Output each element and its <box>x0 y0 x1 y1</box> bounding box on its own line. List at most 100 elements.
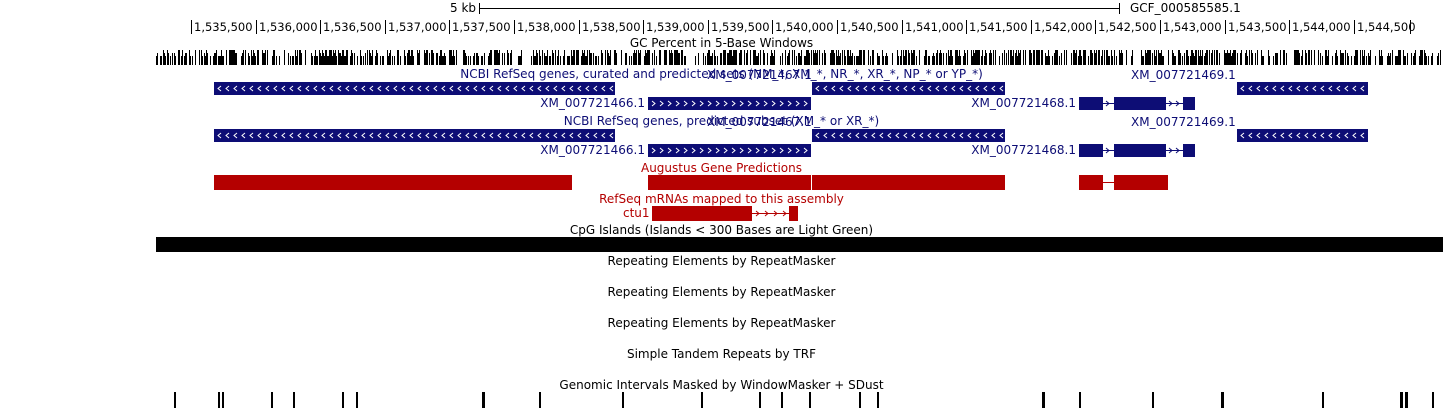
gc-bar <box>317 56 318 65</box>
gc-bar <box>439 56 440 65</box>
gene-exon[interactable] <box>1079 144 1103 157</box>
gc-bar <box>732 56 733 65</box>
gc-bar <box>824 50 825 65</box>
gene-exon[interactable] <box>214 129 615 142</box>
gc-bar <box>573 50 574 65</box>
gene-exon[interactable] <box>1237 129 1368 142</box>
gene-exon[interactable] <box>1183 97 1195 110</box>
gc-bar <box>341 56 342 65</box>
gene-exon[interactable] <box>1079 97 1103 110</box>
augustus-prediction[interactable] <box>648 175 811 190</box>
gc-bar <box>744 50 745 65</box>
gene-exon[interactable] <box>648 97 811 110</box>
gc-bar <box>371 56 372 65</box>
gc-bar <box>288 53 289 65</box>
gc-bar <box>863 50 864 65</box>
gene-label[interactable]: XM_007721469.1 <box>1131 68 1236 82</box>
cpg-island[interactable] <box>156 237 1443 252</box>
gc-bar <box>792 50 793 65</box>
gc-bar <box>1228 53 1229 65</box>
gene-exon[interactable] <box>812 82 1005 95</box>
gc-bar <box>1273 56 1274 65</box>
windowmasker-track[interactable] <box>0 392 1443 408</box>
mrna-exon[interactable] <box>789 206 798 221</box>
gc-bar <box>590 53 591 65</box>
gc-bar <box>1211 53 1212 65</box>
gc-bar <box>936 53 937 65</box>
mrna-label-ctu1[interactable]: ctu1 <box>623 206 650 220</box>
gc-bar <box>1440 50 1441 65</box>
gc-bar <box>756 56 757 65</box>
gene-exon[interactable] <box>1237 82 1368 95</box>
augustus-prediction[interactable] <box>1079 175 1103 190</box>
gc-bar <box>712 53 713 65</box>
gc-bar <box>207 53 208 65</box>
gene-label[interactable]: XM_007721466.1 <box>540 143 645 157</box>
gene-exon[interactable] <box>1114 97 1166 110</box>
augustus-prediction[interactable] <box>214 175 572 190</box>
gene-label[interactable]: XM_007721468.1 <box>971 143 1076 157</box>
gc-bar <box>967 50 968 65</box>
gc-bar <box>1030 50 1031 65</box>
gc-bar <box>856 56 857 65</box>
gc-bar <box>1107 50 1108 65</box>
augustus-prediction[interactable] <box>1114 175 1168 190</box>
gc-bar <box>677 50 678 65</box>
gc-bar <box>499 50 500 65</box>
gene-exon[interactable] <box>1183 144 1195 157</box>
gc-bar <box>473 56 474 65</box>
gc-bar <box>1193 53 1194 65</box>
gc-bar <box>392 56 393 65</box>
gene-exon[interactable] <box>1114 144 1166 157</box>
gc-bar <box>290 56 291 65</box>
gene-label[interactable]: XM_007721467.1 <box>707 68 812 82</box>
gc-bar <box>1149 50 1150 65</box>
gc-bar <box>839 56 840 65</box>
gc-bar <box>798 53 799 65</box>
gene-label[interactable]: XM_007721467.1 <box>707 115 812 129</box>
gc-bar <box>872 50 873 65</box>
gc-bar <box>1188 56 1189 65</box>
gc-bar <box>1091 50 1092 65</box>
ruler-tick-label: 1,543,000 <box>1163 20 1222 34</box>
gc-percent-wiggle[interactable] <box>0 50 1443 65</box>
gc-bar <box>584 50 585 65</box>
gc-bar <box>725 50 726 65</box>
gc-bar <box>1112 56 1113 65</box>
gc-bar <box>451 50 452 65</box>
gc-bar <box>972 56 973 65</box>
gc-bar <box>165 56 166 65</box>
gc-bar <box>1421 50 1422 65</box>
gc-bar <box>325 50 326 65</box>
gc-bar <box>879 56 880 65</box>
gc-bar <box>1075 53 1076 65</box>
gc-bar <box>1225 53 1226 65</box>
gc-bar <box>564 50 565 65</box>
gc-bar <box>986 53 987 65</box>
gc-bar <box>553 53 554 65</box>
gc-bar <box>1121 50 1122 65</box>
gc-bar <box>1184 53 1185 65</box>
gc-bar <box>1226 53 1227 65</box>
gc-bar <box>1308 50 1309 65</box>
gc-bar <box>1379 50 1380 65</box>
gene-label[interactable]: XM_007721468.1 <box>971 96 1076 110</box>
augustus-prediction[interactable] <box>812 175 1005 190</box>
gc-bar <box>807 50 808 65</box>
gc-bar <box>314 56 315 65</box>
gc-bar <box>301 53 302 65</box>
gc-bar <box>878 56 879 65</box>
cpg-track-title: CpG Islands (Islands < 300 Bases are Lig… <box>569 223 874 237</box>
gene-label[interactable]: XM_007721469.1 <box>1131 115 1236 129</box>
gene-exon[interactable] <box>812 129 1005 142</box>
mrna-exon[interactable] <box>652 206 752 221</box>
gene-exon[interactable] <box>214 82 615 95</box>
gc-bar <box>1241 50 1242 65</box>
masked-interval <box>1221 392 1224 408</box>
gc-bar <box>610 50 611 65</box>
gc-bar <box>1056 50 1057 65</box>
ruler-tick <box>1289 20 1290 34</box>
gene-exon[interactable] <box>648 144 811 157</box>
gc-bar <box>474 53 475 65</box>
gene-label[interactable]: XM_007721466.1 <box>540 96 645 110</box>
